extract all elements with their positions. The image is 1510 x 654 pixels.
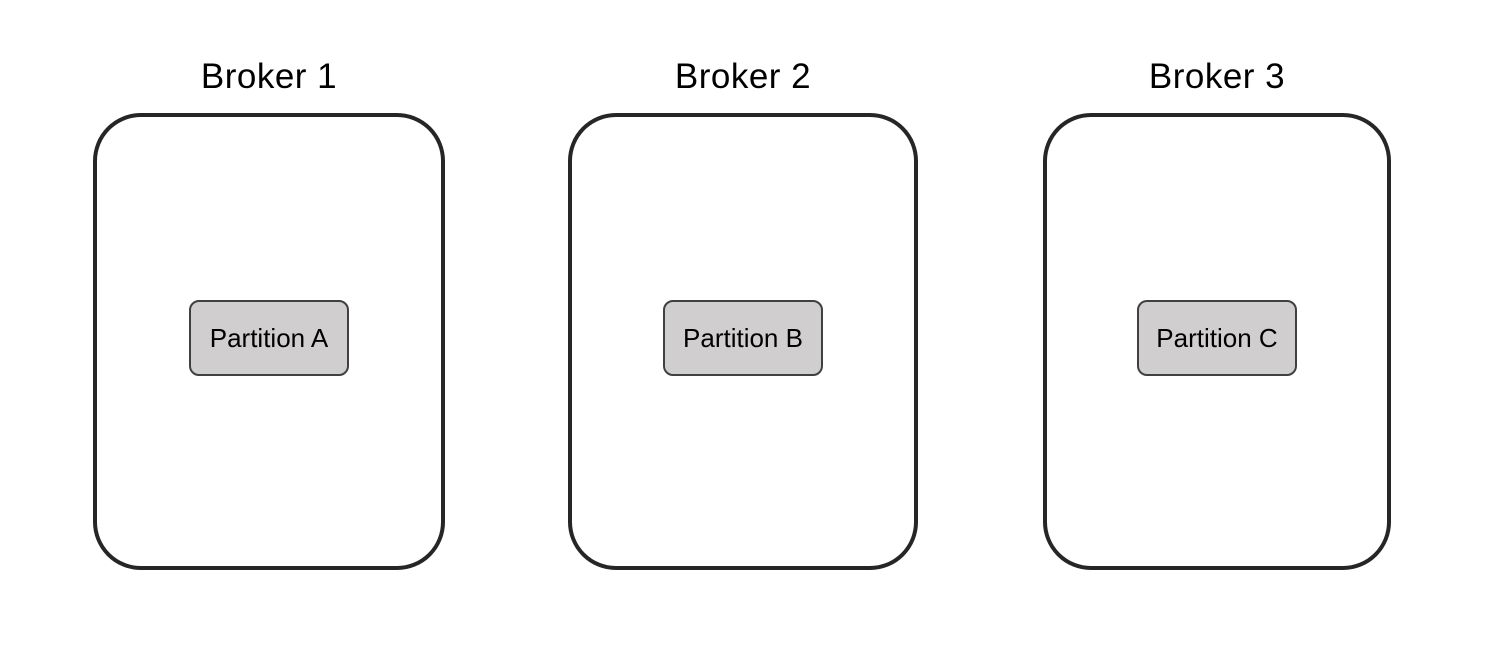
partition-b-label: Partition B xyxy=(683,322,803,353)
broker-3-box: Partition C xyxy=(1043,113,1391,570)
broker-3-title: Broker 3 xyxy=(1148,57,1286,96)
partition-a-box: Partition A xyxy=(189,300,349,376)
broker-1-box: Partition A xyxy=(93,113,445,570)
broker-1-group: Broker 1 Partition A xyxy=(93,55,445,570)
partition-c-box: Partition C xyxy=(1137,300,1297,376)
partition-b-box: Partition B xyxy=(663,300,823,376)
partition-c-label: Partition C xyxy=(1156,322,1278,353)
partition-a-label: Partition A xyxy=(209,322,329,353)
broker-3-group: Broker 3 Partition C xyxy=(1043,55,1391,570)
broker-2-title: Broker 2 xyxy=(674,57,812,96)
broker-2-box: Partition B xyxy=(568,113,918,570)
broker-2-group: Broker 2 Partition B xyxy=(568,55,918,570)
broker-1-title: Broker 1 xyxy=(200,57,338,96)
